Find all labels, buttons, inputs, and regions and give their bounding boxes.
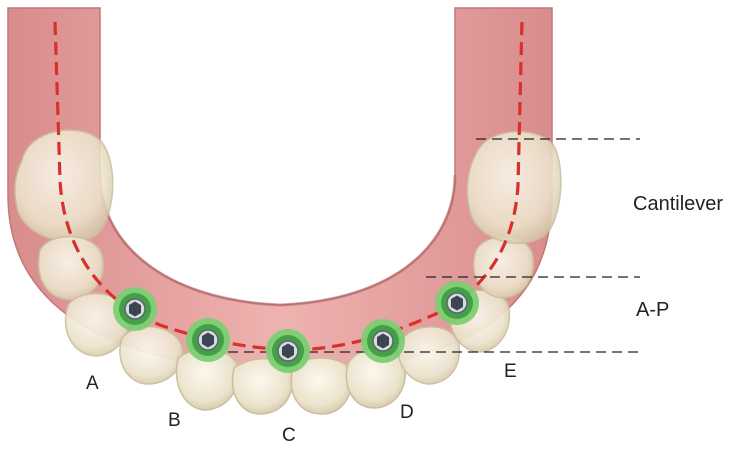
tooth-left-molar (15, 130, 113, 242)
implant-e (435, 281, 479, 325)
implant-c (266, 329, 310, 373)
implant-a (113, 287, 157, 331)
cantilever-label: Cantilever (633, 193, 723, 215)
implant-d (361, 319, 405, 363)
implant-b (186, 318, 230, 362)
tooth-left-premolar-1 (39, 237, 104, 301)
implant-label-d: D (400, 402, 414, 423)
implant-label-e: E (504, 361, 517, 382)
implant-label-a: A (86, 373, 99, 394)
implant-label-b: B (168, 410, 181, 431)
tooth-right-canine (399, 327, 460, 384)
implant-label-c: C (282, 425, 296, 444)
tooth-left-canine (120, 327, 183, 384)
ap-label: A-P (636, 299, 669, 321)
tooth-right-molar (467, 131, 561, 243)
